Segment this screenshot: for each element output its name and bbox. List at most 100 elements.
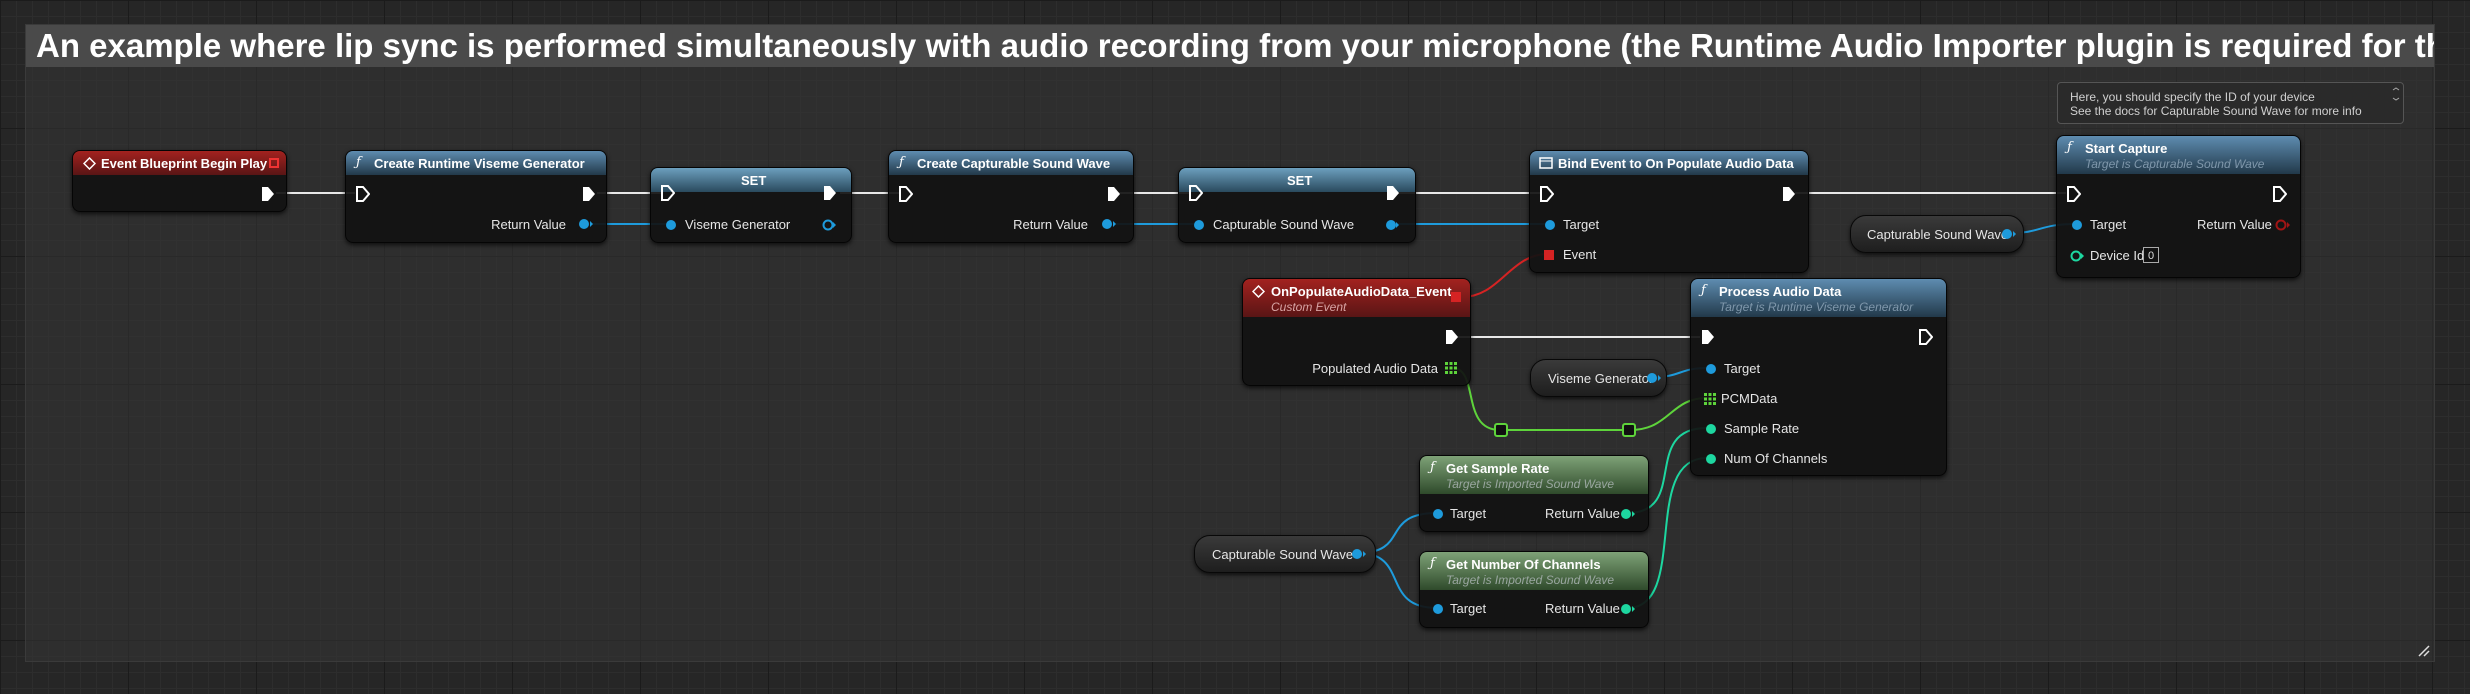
function-icon: ƒ [356, 155, 361, 170]
return-value-pin[interactable] [1620, 603, 1636, 615]
event-label: Event [1563, 247, 1597, 262]
exec-in-pin[interactable] [1540, 186, 1554, 202]
exec-in-pin[interactable] [1701, 329, 1715, 345]
node-title: Create Capturable Sound Wave [917, 156, 1111, 171]
node-title: Bind Event to On Populate Audio Data [1558, 156, 1794, 171]
node-create-capturable-sound-wave[interactable]: ƒ Create Capturable Sound Wave Return Va… [888, 150, 1134, 243]
target-pin[interactable] [1703, 363, 1719, 375]
node-subtitle: Target is Capturable Sound Wave [2085, 157, 2265, 171]
target-label: Target [1450, 506, 1487, 521]
return-value-pin[interactable] [578, 218, 594, 230]
exec-in-pin[interactable] [661, 185, 675, 201]
function-icon: ƒ [1701, 283, 1706, 298]
target-pin[interactable] [2069, 219, 2085, 231]
return-value-pin[interactable] [1101, 218, 1117, 230]
pcm-data-label: PCMData [1721, 391, 1778, 406]
variable-label: Capturable Sound Wave [1212, 547, 1354, 562]
pin-label: Viseme Generator [685, 217, 791, 232]
event-diamond-icon [1252, 285, 1265, 298]
sample-rate-pin[interactable] [1703, 423, 1719, 435]
capturable-in-pin[interactable] [1191, 219, 1207, 231]
reroute-knots [1494, 423, 1636, 437]
node-start-capture[interactable]: ƒ Start Capture Target is Capturable Sou… [2056, 135, 2301, 278]
delegate-square-icon[interactable] [269, 158, 279, 168]
delegate-icon [1539, 157, 1553, 169]
target-pin[interactable] [1430, 508, 1446, 520]
event-pin[interactable] [1543, 249, 1555, 261]
return-value-pin[interactable] [2275, 219, 2291, 231]
node-subtitle: Custom Event [1271, 300, 1347, 314]
node-subtitle: Target is Runtime Viseme Generator [1719, 300, 1914, 314]
function-icon: ƒ [899, 155, 904, 170]
event-diamond-icon [83, 157, 96, 170]
target-pin[interactable] [1430, 603, 1446, 615]
note-collapse-icon[interactable] [2392, 87, 2400, 101]
exec-out-pin[interactable] [1782, 186, 1796, 202]
return-value-pin[interactable] [1620, 508, 1636, 520]
variable-capturable-sound-wave[interactable]: Capturable Sound Wave [1850, 215, 2024, 253]
note-line-1: Here, you should specify the ID of your … [2070, 90, 2315, 104]
exec-out-pin[interactable] [1919, 329, 1933, 345]
device-id-note: Here, you should specify the ID of your … [2057, 82, 2404, 124]
function-icon: ƒ [1430, 556, 1435, 571]
node-bind-event[interactable]: Bind Event to On Populate Audio Data Tar… [1529, 150, 1809, 273]
num-channels-pin[interactable] [1703, 453, 1719, 465]
exec-in-pin[interactable] [899, 186, 913, 202]
return-value-label: Return Value [2197, 217, 2272, 232]
node-on-populate-audio-data-event[interactable]: OnPopulateAudioData_Event Custom Event P… [1242, 278, 1471, 386]
node-get-sample-rate[interactable]: ƒ Get Sample Rate Target is Imported Sou… [1419, 455, 1649, 532]
device-id-label: Device Id [2090, 248, 2145, 263]
array-out-pin[interactable] [1445, 362, 1457, 374]
num-channels-label: Num Of Channels [1724, 451, 1828, 466]
variable-out-pin[interactable] [2001, 228, 2017, 240]
viseme-generator-out-pin[interactable] [821, 219, 837, 231]
node-title: Process Audio Data [1719, 284, 1842, 299]
exec-out-pin[interactable] [1107, 186, 1121, 202]
variable-capturable-sound-wave-2[interactable]: Capturable Sound Wave [1194, 535, 1376, 573]
node-create-viseme-generator[interactable]: ƒ Create Runtime Viseme Generator Return… [345, 150, 607, 243]
exec-out-pin[interactable] [823, 185, 837, 201]
sample-rate-label: Sample Rate [1724, 421, 1800, 436]
return-value-label: Return Value [1013, 217, 1088, 232]
target-label: Target [1724, 361, 1761, 376]
exec-in-pin[interactable] [2067, 186, 2081, 202]
node-event-begin-play[interactable]: Event Blueprint Begin Play [72, 150, 287, 212]
capturable-out-pin[interactable] [1384, 219, 1400, 231]
node-title: Get Number Of Channels [1446, 557, 1601, 572]
exec-out-pin[interactable] [582, 186, 596, 202]
device-id-pin[interactable] [2069, 250, 2085, 262]
variable-label: Capturable Sound Wave [1867, 227, 2009, 242]
node-title: SET [741, 173, 767, 188]
node-get-number-of-channels[interactable]: ƒ Get Number Of Channels Target is Impor… [1419, 551, 1649, 628]
viseme-generator-in-pin[interactable] [663, 219, 679, 231]
exec-out-pin[interactable] [1386, 185, 1400, 201]
variable-viseme-generator[interactable]: Viseme Generator [1530, 359, 1667, 397]
return-value-label: Return Value [1545, 506, 1620, 521]
function-icon: ƒ [1430, 460, 1435, 475]
exec-out-pin[interactable] [261, 186, 275, 202]
variable-out-pin[interactable] [1646, 372, 1662, 384]
exec-in-pin[interactable] [1189, 185, 1203, 201]
comment-title[interactable]: An example where lip sync is performed s… [26, 25, 2434, 67]
exec-in-pin[interactable] [356, 186, 370, 202]
node-title: OnPopulateAudioData_Event [1271, 284, 1452, 299]
target-label: Target [1450, 601, 1487, 616]
node-title: Start Capture [2085, 141, 2168, 156]
device-id-input[interactable]: 0 [2143, 247, 2159, 263]
variable-out-pin[interactable] [1351, 548, 1367, 560]
node-set-viseme-generator[interactable]: SET Viseme Generator [650, 167, 852, 243]
node-process-audio-data[interactable]: ƒ Process Audio Data Target is Runtime V… [1690, 278, 1947, 476]
exec-out-pin[interactable] [1445, 329, 1459, 345]
return-value-label: Return Value [491, 217, 566, 232]
delegate-out-pin[interactable] [1450, 291, 1462, 303]
node-set-capturable-sound-wave[interactable]: SET Capturable Sound Wave [1178, 167, 1416, 243]
node-title: SET [1287, 173, 1313, 188]
return-value-label: Return Value [1545, 601, 1620, 616]
target-pin[interactable] [1542, 219, 1558, 231]
resize-grip-icon[interactable] [2416, 643, 2430, 657]
pcm-data-pin[interactable] [1704, 393, 1716, 405]
exec-out-pin[interactable] [2273, 186, 2287, 202]
note-line-2: See the docs for Capturable Sound Wave f… [2070, 104, 2362, 118]
function-icon: ƒ [2067, 140, 2072, 155]
